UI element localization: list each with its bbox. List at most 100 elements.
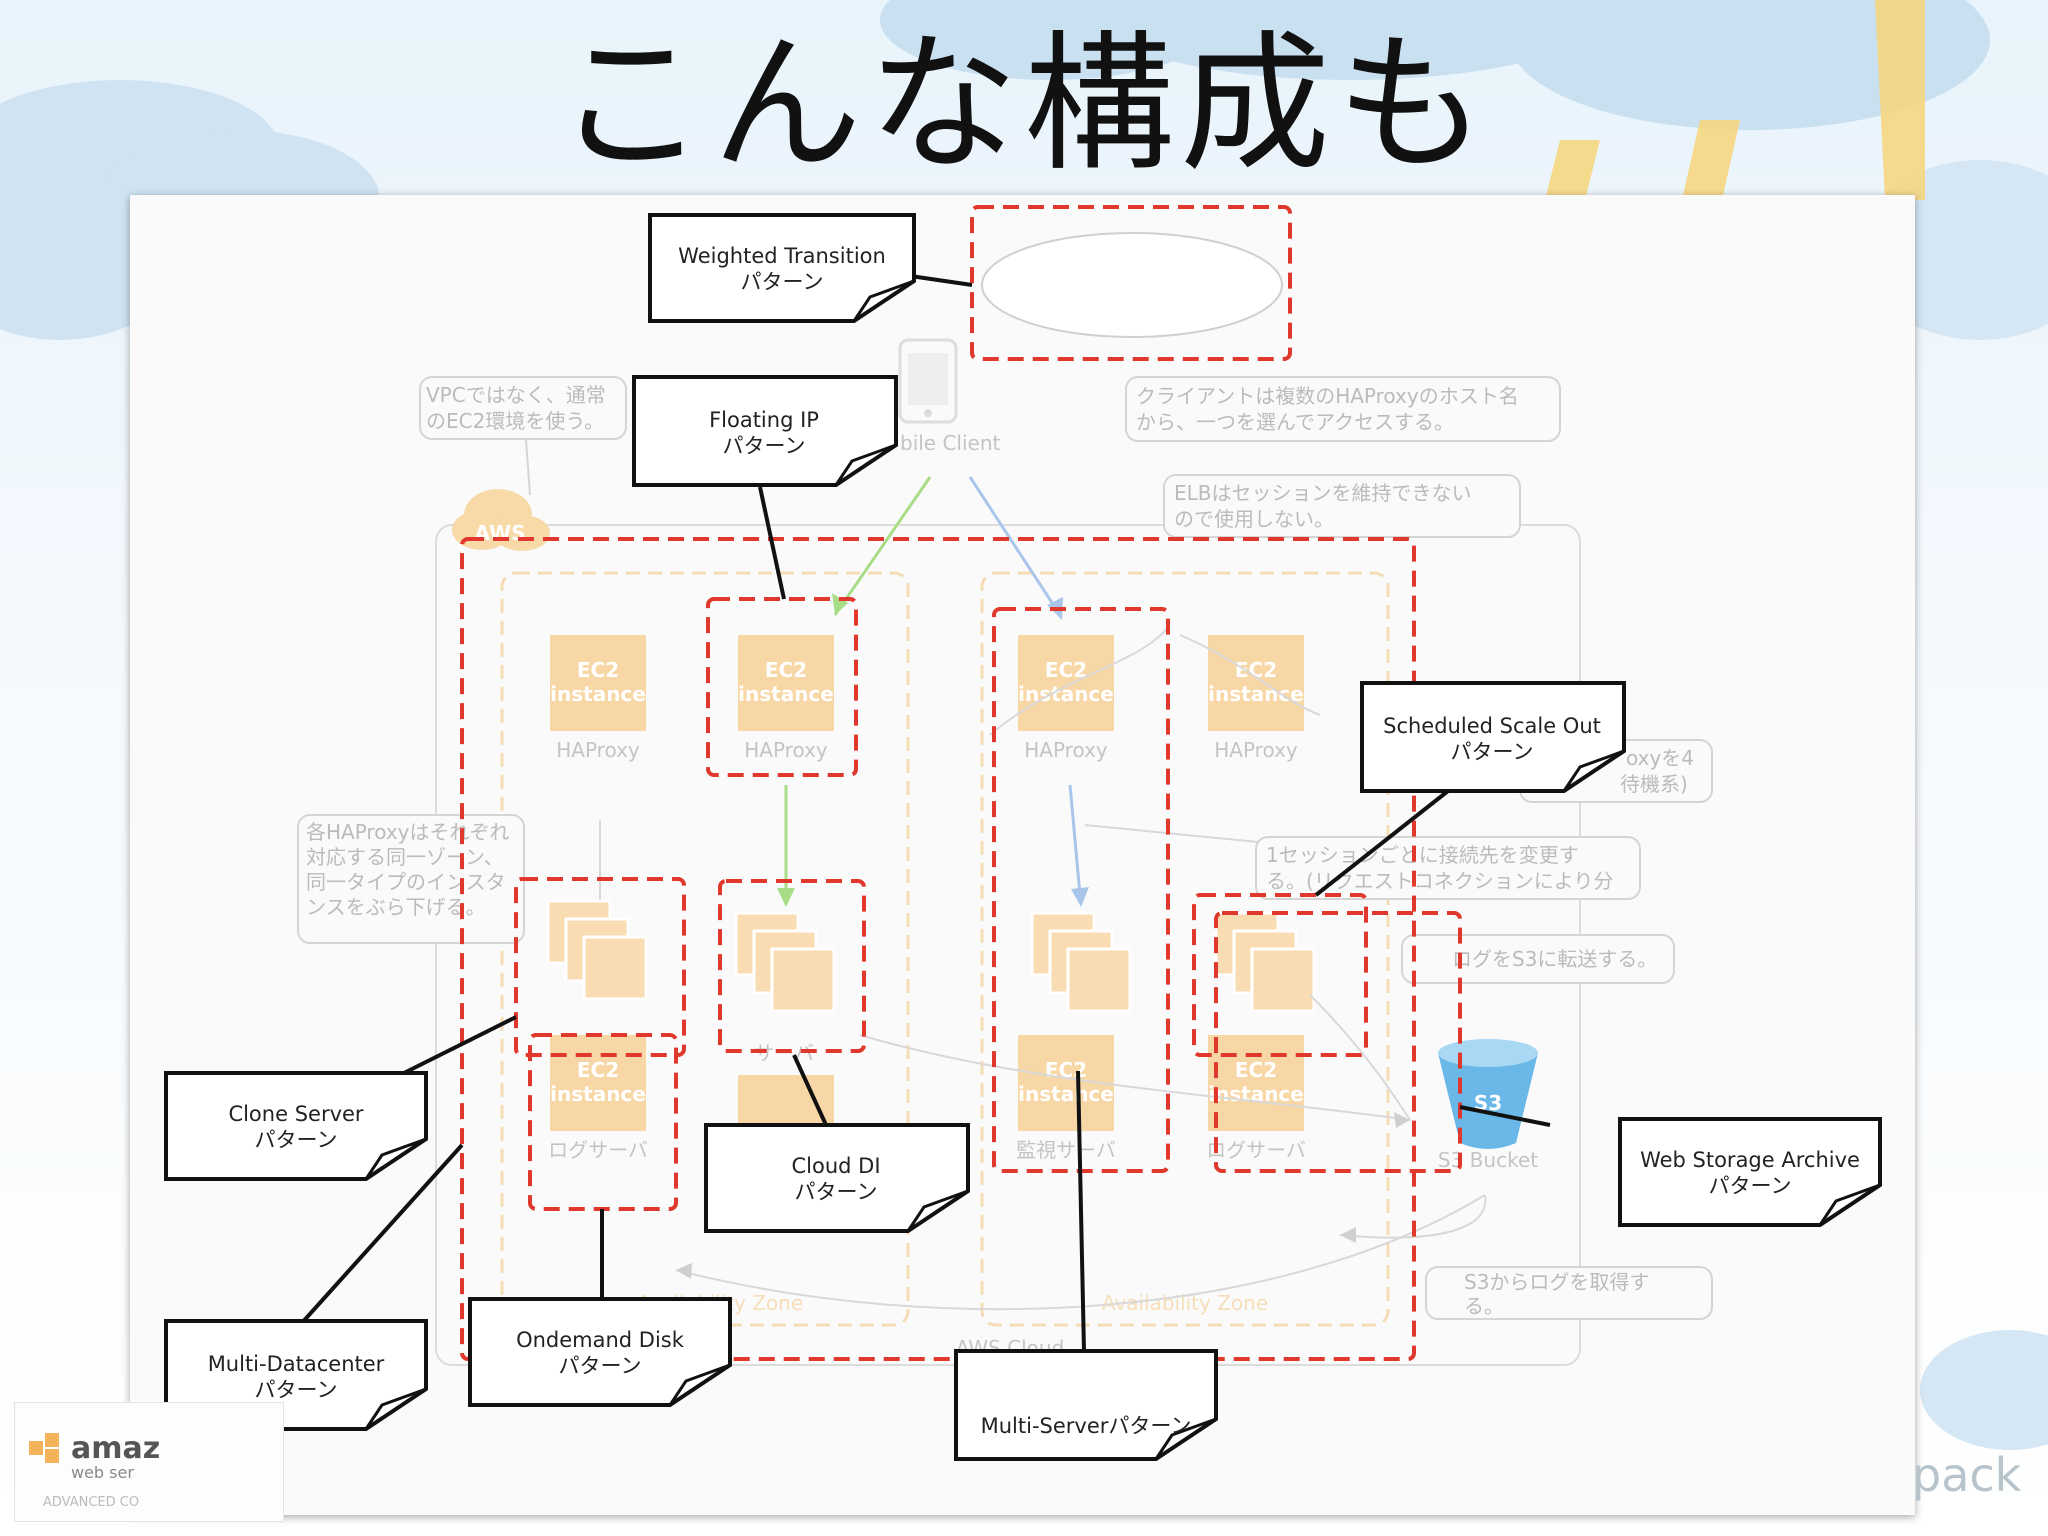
svg-text:VPCではなく、通常: VPCではなく、通常 — [426, 383, 606, 407]
blue-arrow-head-2 — [1071, 887, 1089, 907]
svg-text:HAProxy: HAProxy — [744, 738, 828, 762]
svg-text:EC2: EC2 — [577, 658, 619, 682]
s3-bucket-label: S3 Bucket — [1438, 1148, 1538, 1172]
availability-zone-right — [980, 571, 1390, 1327]
instance-stack-3 — [1030, 911, 1132, 1013]
aws-brand-sub2: ADVANCED CO — [43, 1495, 140, 1510]
svg-text:instance: instance — [550, 682, 646, 706]
svg-text:ンスをぶら下げる。: ンスをぶら下げる。 — [306, 895, 486, 919]
callout-ondemand-disk: Ondemand Disk パターン — [468, 1297, 732, 1407]
highlight-s3-archive — [1214, 911, 1462, 1173]
svg-text:Cloud DI: Cloud DI — [791, 1154, 880, 1178]
ec2-haproxy-4: EC2 instance HAProxy — [1208, 635, 1304, 762]
svg-text:パターン: パターン — [741, 270, 824, 294]
svg-text:クライアントは複数のHAProxyのホスト名: クライアントは複数のHAProxyのホスト名 — [1136, 384, 1519, 408]
note-log-to-s3: ログをS3に転送する。 — [1401, 934, 1675, 984]
slide-title: こんな構成も — [555, 18, 1492, 192]
svg-text:S3からログを取得す: S3からログを取得す — [1464, 1270, 1649, 1294]
callout-weighted-transition: Weighted Transition パターン — [648, 213, 916, 323]
svg-text:instance: instance — [550, 1082, 646, 1106]
svg-text:oxyを4: oxyを4 — [1626, 746, 1694, 770]
callout-floating-ip: Floating IP パターン — [632, 375, 898, 487]
aws-brand-sub: web ser — [71, 1463, 134, 1482]
ec2-haproxy-3: EC2 instance HAProxy — [1018, 635, 1114, 762]
svg-text:ログサーバ: ログサーバ — [1206, 1138, 1306, 1162]
green-flow-arrows — [784, 476, 932, 895]
callout-multi-server: Multi-Serverパターン — [954, 1349, 1218, 1461]
svg-text:1セッションごとに接続先を変更す: 1セッションごとに接続先を変更す — [1266, 843, 1579, 867]
svg-text:パターン: パターン — [723, 434, 806, 458]
aws-logo-badge: amaz web ser ADVANCED CO — [14, 1402, 284, 1522]
blue-flow-arrows — [968, 476, 1082, 896]
svg-text:ので使用しない。: ので使用しない。 — [1174, 507, 1334, 531]
highlight-stack-2 — [718, 879, 866, 1053]
svg-text:HAProxy: HAProxy — [1024, 738, 1108, 762]
callout-connectors — [298, 271, 1551, 1352]
log-arrow-head — [676, 1263, 692, 1279]
note-session-switch: 1セッションごとに接続先を変更す る。(リクエストコネクションにより分 — [1255, 836, 1641, 900]
svg-text:る。: る。 — [1464, 1294, 1504, 1318]
svg-text:パターン: パターン — [1709, 1174, 1792, 1198]
svg-text:のEC2環境を使う。: のEC2環境を使う。 — [426, 409, 604, 433]
svg-text:Web Storage Archive: Web Storage Archive — [1640, 1148, 1860, 1172]
cloud-icon — [981, 232, 1283, 338]
svg-text:instance: instance — [1018, 1082, 1114, 1106]
svg-text:る。(リクエストコネクションにより分: る。(リクエストコネクションにより分 — [1266, 869, 1613, 893]
availability-zone-left — [500, 571, 910, 1327]
green-arrow-head-2 — [777, 888, 795, 907]
s3-bucket-icon: S3 — [1438, 1039, 1538, 1149]
footer-brand-fragment: pack — [1912, 1448, 2022, 1502]
svg-text:EC2: EC2 — [577, 1058, 619, 1082]
ec2-monitor-server-right: EC2 instance 監視サーバ — [1016, 1035, 1116, 1162]
svg-text:EC2: EC2 — [765, 658, 807, 682]
instance-stack-1 — [546, 899, 648, 1001]
note-each-haproxy: 各HAProxyはそれぞれ 対応する同一ゾーン、 同一タイプのインスタ ンスをぶ… — [297, 814, 525, 944]
svg-text:ログをS3に転送する。: ログをS3に転送する。 — [1452, 947, 1657, 971]
callout-scheduled-scale-out: Scheduled Scale Out パターン — [1360, 681, 1626, 793]
svg-text:Weighted Transition: Weighted Transition — [678, 244, 886, 268]
callout-web-storage-archive: Web Storage Archive パターン — [1618, 1117, 1882, 1227]
highlight-aws-cloud — [460, 537, 1416, 1361]
log-arrow-head-right — [1340, 1227, 1356, 1243]
svg-text:instance: instance — [738, 682, 834, 706]
architecture-diagram: AWS AWS Cloud Availability Zone Availabi… — [164, 205, 1882, 1461]
svg-text:HAProxy: HAProxy — [1214, 738, 1298, 762]
svg-text:から、一つを選んでアクセスする。: から、一つを選んでアクセスする。 — [1136, 410, 1454, 434]
callout-clone-server: Clone Server パターン — [164, 1071, 428, 1181]
note-vpc: VPCではなく、通常 のEC2環境を使う。 — [419, 376, 627, 496]
highlight-stack-4 — [1192, 893, 1368, 1057]
mobile-client-label: bile Client — [900, 431, 1001, 455]
svg-text:パターン: パターン — [559, 1354, 642, 1378]
svg-text:ELBはセッションを維持できない: ELBはセッションを維持できない — [1174, 481, 1472, 505]
note-elb: ELBはセッションを維持できない ので使用しない。 — [1163, 474, 1521, 538]
highlight-stack-1 — [514, 877, 686, 1057]
svg-text:Multi-Serverパターン: Multi-Serverパターン — [981, 1414, 1192, 1438]
svg-text:パターン: パターン — [255, 1128, 338, 1152]
mobile-client-icon — [898, 338, 958, 424]
callout-cloud-di: Cloud DI パターン — [704, 1123, 970, 1233]
pale-connectors — [599, 624, 1487, 1311]
svg-text:同一タイプのインスタ: 同一タイプのインスタ — [306, 870, 506, 894]
svg-text:パターン: パターン — [795, 1180, 878, 1204]
ec2-haproxy-2: EC2 instance HAProxy — [738, 635, 834, 762]
green-arrow-head-1 — [832, 593, 848, 615]
highlight-haproxy-2 — [706, 597, 858, 777]
svg-text:EC2: EC2 — [1235, 658, 1277, 682]
svg-text:Scheduled Scale Out: Scheduled Scale Out — [1383, 714, 1601, 738]
cloud-decoration-top-right — [880, 0, 1990, 130]
svg-text:Floating IP: Floating IP — [709, 408, 819, 432]
svg-text:Clone Server: Clone Server — [228, 1102, 363, 1126]
svg-text:各HAProxyはそれぞれ: 各HAProxyはそれぞれ — [306, 820, 510, 844]
svg-text:Multi-Datacenter: Multi-Datacenter — [208, 1352, 385, 1376]
aws-badge-label: AWS — [474, 521, 525, 545]
note-s3-get-log: S3からログを取得す る。 — [1425, 1266, 1713, 1320]
svg-text:対応する同一ゾーン、: 対応する同一ゾーン、 — [306, 845, 504, 869]
s3-arrow-head — [1394, 1112, 1410, 1128]
svg-text:監視サーバ: 監視サーバ — [1016, 1138, 1116, 1162]
highlight-cloud-area — [970, 205, 1292, 361]
aws-cloud-badge-icon: AWS — [452, 489, 550, 551]
instance-stack-4 — [1214, 911, 1316, 1013]
svg-text:EC2: EC2 — [1235, 1058, 1277, 1082]
stripe-decoration — [1545, 0, 1925, 200]
note-client-selection: クライアントは複数のHAProxyのホスト名 から、一つを選んでアクセスする。 — [1125, 376, 1561, 442]
